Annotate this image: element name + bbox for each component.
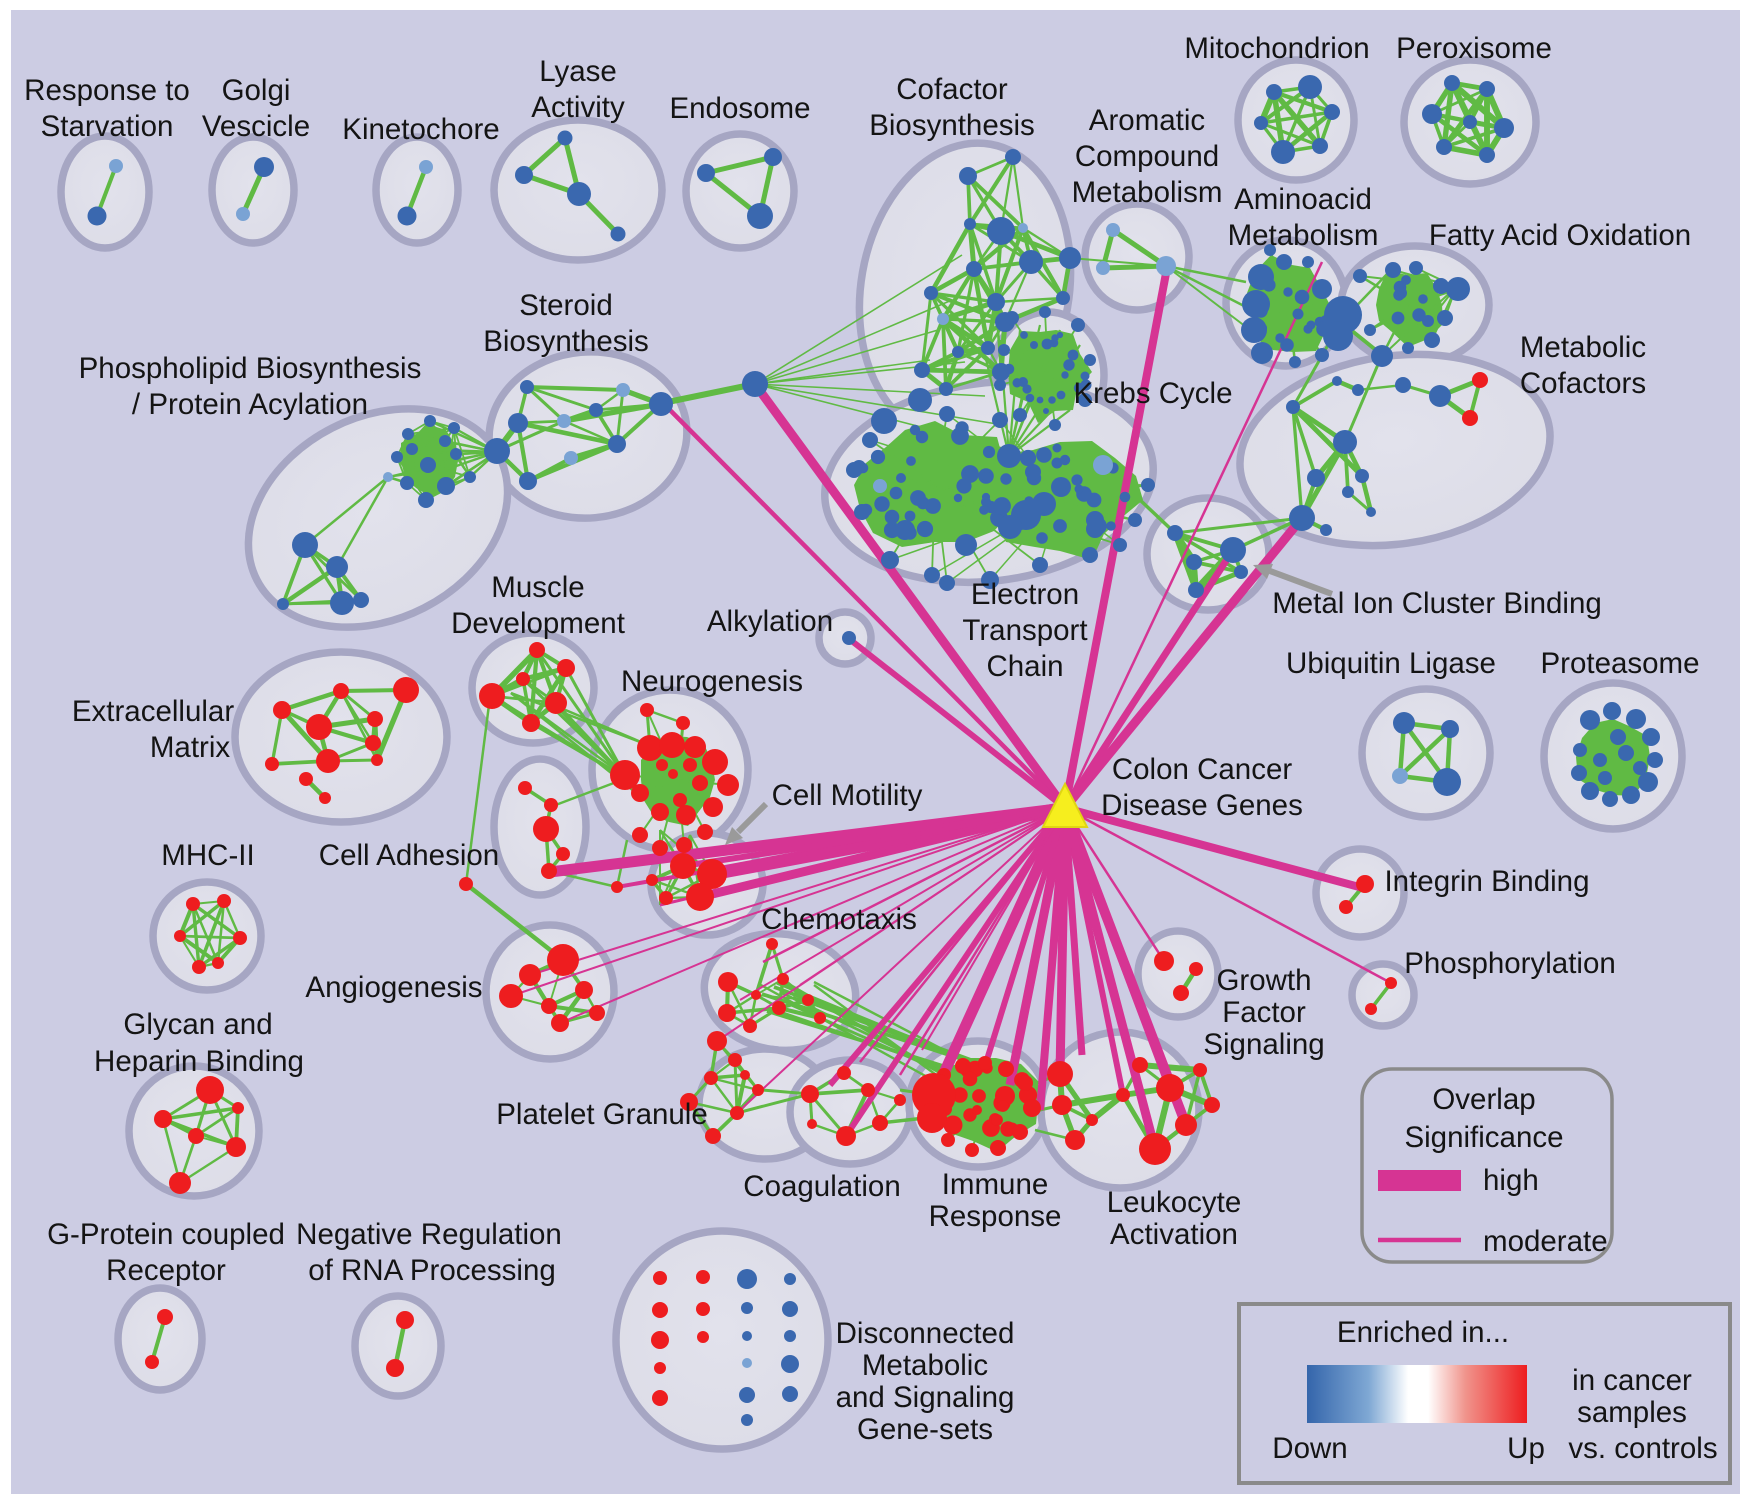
svg-text:Cell Motility: Cell Motility xyxy=(772,779,923,812)
svg-text:Kinetochore: Kinetochore xyxy=(342,113,499,146)
svg-text:MHC-II: MHC-II xyxy=(161,839,254,872)
svg-text:Peroxisome: Peroxisome xyxy=(1396,32,1552,65)
svg-text:Down: Down xyxy=(1272,1432,1347,1465)
svg-text:Mitochondrion: Mitochondrion xyxy=(1184,32,1369,65)
svg-text:Steroid: Steroid xyxy=(519,289,612,322)
svg-text:Metabolism: Metabolism xyxy=(1228,219,1379,252)
svg-text:Extracellular: Extracellular xyxy=(72,695,234,728)
svg-text:Receptor: Receptor xyxy=(106,1254,226,1287)
svg-text:Negative Regulation: Negative Regulation xyxy=(296,1218,562,1251)
svg-text:Krebs Cycle: Krebs Cycle xyxy=(1073,377,1232,410)
svg-text:Significance: Significance xyxy=(1404,1121,1563,1154)
svg-text:Vescicle: Vescicle xyxy=(202,110,310,143)
svg-text:Phospholipid Biosynthesis: Phospholipid Biosynthesis xyxy=(79,352,422,385)
svg-text:Neurogenesis: Neurogenesis xyxy=(621,665,803,698)
svg-text:samples: samples xyxy=(1577,1396,1687,1429)
svg-text:Leukocyte: Leukocyte xyxy=(1107,1186,1241,1219)
svg-text:Disconnected: Disconnected xyxy=(836,1317,1015,1350)
svg-text:Aromatic: Aromatic xyxy=(1089,104,1205,137)
svg-text:Enriched in...: Enriched in... xyxy=(1337,1316,1509,1349)
svg-text:high: high xyxy=(1483,1164,1539,1197)
svg-text:Immune: Immune xyxy=(942,1168,1049,1201)
svg-text:Electron: Electron xyxy=(971,578,1079,611)
svg-text:Matrix: Matrix xyxy=(150,731,231,764)
svg-text:Cofactors: Cofactors xyxy=(1520,367,1646,400)
svg-text:Aminoacid: Aminoacid xyxy=(1234,183,1372,216)
svg-text:Phosphorylation: Phosphorylation xyxy=(1404,947,1616,980)
svg-text:Coagulation: Coagulation xyxy=(743,1170,900,1203)
svg-text:Platelet Granule: Platelet Granule xyxy=(496,1098,708,1131)
svg-text:moderate: moderate xyxy=(1483,1225,1608,1258)
svg-text:Angiogenesis: Angiogenesis xyxy=(305,971,482,1004)
svg-text:Growth: Growth xyxy=(1216,964,1311,997)
svg-text:of RNA Processing: of RNA Processing xyxy=(308,1254,556,1287)
svg-text:Compound: Compound xyxy=(1075,140,1219,173)
svg-text:Proteasome: Proteasome xyxy=(1540,647,1699,680)
svg-text:Endosome: Endosome xyxy=(669,92,810,125)
svg-text:Biosynthesis: Biosynthesis xyxy=(483,325,649,358)
svg-text:Metabolic: Metabolic xyxy=(862,1349,988,1382)
svg-text:Golgi: Golgi xyxy=(222,74,291,107)
svg-text:Alkylation: Alkylation xyxy=(707,605,833,638)
svg-text:Glycan and: Glycan and xyxy=(123,1008,272,1041)
svg-text:Metabolic: Metabolic xyxy=(1520,331,1646,364)
svg-text:Factor: Factor xyxy=(1222,996,1306,1029)
svg-text:Up: Up xyxy=(1507,1432,1545,1465)
svg-text:Cell Adhesion: Cell Adhesion xyxy=(319,839,499,872)
svg-text:Lyase: Lyase xyxy=(539,55,617,88)
svg-text:Transport: Transport xyxy=(962,614,1087,647)
svg-text:G-Protein coupled: G-Protein coupled xyxy=(47,1218,285,1251)
svg-text:Metabolism: Metabolism xyxy=(1072,176,1223,209)
svg-text:Biosynthesis: Biosynthesis xyxy=(869,109,1035,142)
svg-text:Cofactor: Cofactor xyxy=(896,73,1008,106)
svg-text:and Signaling: and Signaling xyxy=(836,1381,1015,1414)
svg-text:Development: Development xyxy=(451,607,625,640)
svg-text:Overlap: Overlap xyxy=(1432,1083,1535,1116)
svg-text:Activity: Activity xyxy=(531,91,625,124)
svg-text:vs. controls: vs. controls xyxy=(1568,1432,1717,1465)
svg-text:Starvation: Starvation xyxy=(41,110,174,143)
svg-text:Fatty Acid Oxidation: Fatty Acid Oxidation xyxy=(1429,219,1691,252)
svg-text:Integrin Binding: Integrin Binding xyxy=(1384,865,1589,898)
svg-text:Colon Cancer: Colon Cancer xyxy=(1112,753,1293,786)
svg-text:Activation: Activation xyxy=(1110,1218,1238,1251)
svg-text:Muscle: Muscle xyxy=(491,571,584,604)
svg-text:Disease Genes: Disease Genes xyxy=(1101,789,1303,822)
svg-text:/ Protein Acylation: / Protein Acylation xyxy=(132,388,368,421)
svg-text:Metal Ion Cluster Binding: Metal Ion Cluster Binding xyxy=(1272,587,1602,620)
svg-text:Gene-sets: Gene-sets xyxy=(857,1413,993,1446)
svg-text:Heparin Binding: Heparin Binding xyxy=(94,1045,304,1078)
svg-text:Response to: Response to xyxy=(24,74,190,107)
svg-text:Chemotaxis: Chemotaxis xyxy=(761,903,917,936)
svg-text:in cancer: in cancer xyxy=(1572,1364,1692,1397)
svg-text:Ubiquitin Ligase: Ubiquitin Ligase xyxy=(1286,647,1496,680)
svg-text:Response: Response xyxy=(929,1200,1062,1233)
svg-text:Signaling: Signaling xyxy=(1203,1028,1324,1061)
svg-text:Chain: Chain xyxy=(986,650,1063,683)
